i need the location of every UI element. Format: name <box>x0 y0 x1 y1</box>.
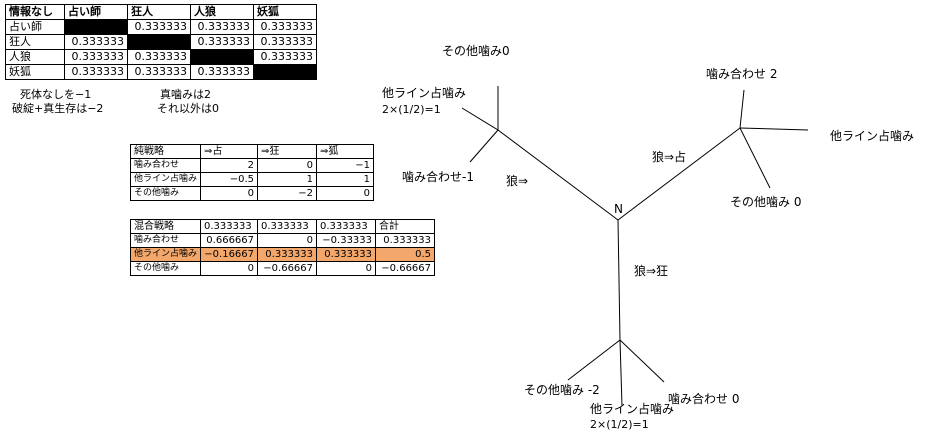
value-cell: 0.333333 <box>64 64 128 80</box>
leaf-label: 噛み合わせ 2 <box>706 67 778 81</box>
value-cell: −0.66667 <box>375 261 436 276</box>
leaf-label: その他噛み 0 <box>730 195 802 209</box>
leaf-label: その他噛み0 <box>442 44 510 58</box>
row-label: 他ライン占噛み <box>129 247 202 262</box>
tree-edge <box>497 129 619 221</box>
tree-edge <box>619 339 665 383</box>
branch-label-bottom: 狼⇒狂 <box>634 264 669 278</box>
tree-edge <box>461 107 499 131</box>
value-cell: 0.333333 <box>316 247 377 262</box>
payoff-table: 情報なし 占い師 狂人 人狼 妖狐 占い師 0.333333 0.333333 … <box>5 4 317 80</box>
pure-header-row: 純戦略 ⇒占 ⇒狂 ⇒狐 <box>129 144 375 159</box>
row-label: 妖狐 <box>5 64 65 80</box>
branch-label-left: 狼⇒ <box>506 174 529 188</box>
mixed-strategy-table: 混合戦略 0.333333 0.333333 0.333333 合計 噛み合わせ… <box>129 219 436 276</box>
leaf-label: 噛み合わせ-1 <box>402 170 474 184</box>
table-row: 他ライン占噛み −0.5 1 1 <box>129 172 375 187</box>
payoff-header-cell: 妖狐 <box>253 4 317 20</box>
note-true-bite: 真噛みは2 <box>160 88 211 101</box>
table-row: その他噛み 0 −0.66667 0 −0.66667 <box>129 261 436 276</box>
leaf-label: 他ライン占噛み <box>382 86 467 100</box>
value-cell: 0.333333 <box>257 247 318 262</box>
value-cell: −0.16667 <box>200 247 259 262</box>
row-label: その他噛み <box>129 186 202 201</box>
table-row: 人狼 0.333333 0.333333 0.333333 <box>5 49 317 65</box>
note-no-corpse: 死体なしを−1 <box>20 88 92 101</box>
table-row-highlighted: 他ライン占噛み −0.16667 0.333333 0.333333 0.5 <box>129 247 436 262</box>
tree-edge <box>567 339 621 381</box>
row-label: 人狼 <box>5 49 65 65</box>
table-row: その他噛み 0 −2 0 <box>129 186 375 201</box>
leaf-formula: 2×(1/2)=1 <box>382 103 441 116</box>
pure-strategy-table: 純戦略 ⇒占 ⇒狂 ⇒狐 噛み合わせ 2 0 −1 他ライン占噛み −0.5 1… <box>129 144 375 201</box>
tree-edge <box>739 127 809 131</box>
tree-edge <box>739 89 745 129</box>
leaf-label: 他ライン占噛み <box>590 402 675 416</box>
value-cell: 0.333333 <box>64 49 128 65</box>
value-cell: 0 <box>200 186 259 201</box>
blank-cell <box>253 64 317 80</box>
value-cell: 0 <box>316 261 377 276</box>
branch-label-right: 狼⇒占 <box>652 150 687 164</box>
tree-edge <box>617 127 741 221</box>
value-cell: 0.333333 <box>253 49 317 65</box>
table-row: 狂人 0.333333 0.333333 0.333333 <box>5 34 317 50</box>
leaf-label: 噛み合わせ 0 <box>668 392 740 406</box>
tree-edge <box>469 129 499 163</box>
note-collapse: 破綻+真生存は−2 <box>12 102 104 115</box>
leaf-label: その他噛み -2 <box>524 383 600 397</box>
tree-edge <box>619 339 623 407</box>
value-cell: 0.333333 <box>127 49 191 65</box>
root-node-label: N <box>614 202 623 216</box>
value-cell: 0 <box>316 186 375 201</box>
tree-edge <box>739 127 771 189</box>
leaf-label: 他ライン占噛み <box>830 129 915 143</box>
blank-cell <box>127 34 191 50</box>
value-cell: 0.333333 <box>190 64 254 80</box>
table-row: 妖狐 0.333333 0.333333 0.333333 <box>5 64 317 80</box>
note-otherwise: それ以外は0 <box>157 102 219 115</box>
value-cell: 0.333333 <box>253 19 317 35</box>
leaf-formula: 2×(1/2)=1 <box>590 418 649 431</box>
row-label: その他噛み <box>129 261 202 276</box>
value-cell: 0 <box>200 261 259 276</box>
payoff-header-row: 情報なし 占い師 狂人 人狼 妖狐 <box>5 4 317 20</box>
tree-edge <box>617 219 621 341</box>
value-cell: −1 <box>316 158 375 173</box>
